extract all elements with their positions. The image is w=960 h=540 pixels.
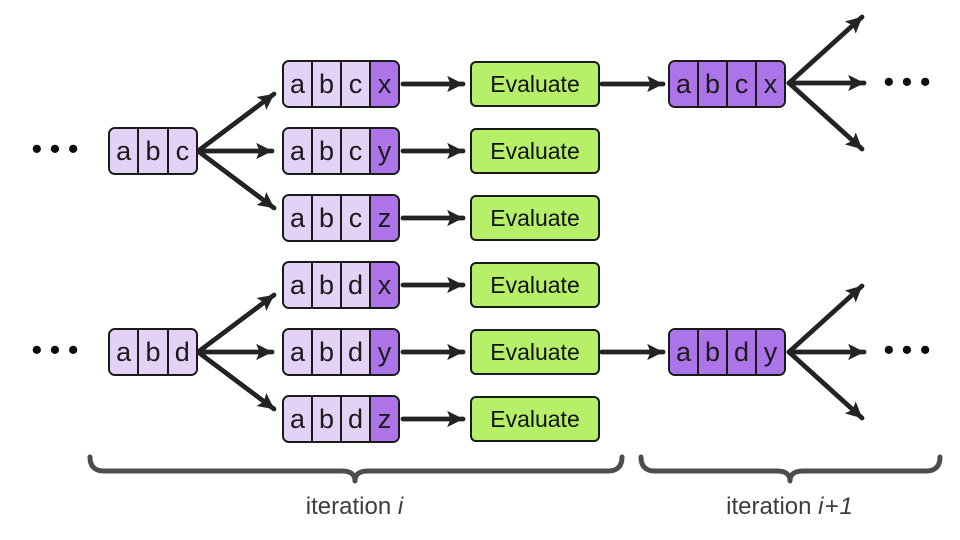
sequence-cell: c [166,129,196,173]
evaluate-box: Evaluate [470,262,600,308]
ellipsis-right-icon: ••• [883,334,939,367]
sequence-cell: d [340,330,369,374]
sequence-cell: a [670,62,697,106]
sequence-cell-new: y [369,129,398,173]
sequence-cell: d [340,263,369,307]
sequence-cell: b [311,397,340,441]
sequence-cell: a [110,129,138,173]
iteration-label-prefix: iteration [726,493,819,520]
sequence-cell-new: y [369,330,398,374]
iteration-i-plus-1-label: iteration i+1 [726,493,854,521]
sequence-cell: b [311,129,340,173]
sequence-box-abcz: a b c z [282,194,400,242]
sequence-cell-new: z [369,196,398,240]
arrow-bottom-parent-to-abdz [195,349,277,412]
sequence-cell: d [166,330,196,374]
sequence-cell: b [697,62,726,106]
iteration-label-var: i+1 [818,493,854,520]
sequence-box-abdz: a b d z [282,395,400,443]
iteration-i-label: iteration i [306,493,404,521]
evaluate-box: Evaluate [470,195,600,241]
arrow-top-parent-to-abcx [195,91,277,154]
sequence-cell: b [311,62,340,106]
sequence-cell-new: z [369,397,398,441]
iteration-label-var: i [397,493,405,520]
ellipsis-left-icon: ••• [31,334,87,367]
sequence-cell: a [284,263,311,307]
sequence-box-abcy: a b c y [282,127,400,175]
selected-sequence-box-abdy: a b d y [668,328,786,376]
evaluate-label: Evaluate [490,405,580,432]
sequence-cell: x [755,62,784,106]
sequence-cell: a [284,330,311,374]
evaluate-label: Evaluate [490,271,580,298]
brace-iteration-i-plus-1 [638,454,943,484]
sequence-cell: b [311,330,340,374]
sequence-cell: a [284,129,311,173]
sequence-cell: c [340,129,369,173]
evaluate-label: Evaluate [490,204,580,231]
sequence-box-abcx: a b c x [282,60,400,108]
sequence-cell: d [340,397,369,441]
sequence-cell: a [284,196,311,240]
evaluate-box: Evaluate [470,396,600,442]
sequence-cell: c [340,62,369,106]
sequence-box-abdy: a b d y [282,328,400,376]
arrow-bottom-parent-to-abdx [195,292,277,355]
sequence-cell: d [726,330,755,374]
ellipsis-right-icon: ••• [883,66,939,99]
brace-iteration-i [87,454,625,484]
sequence-cell: c [726,62,755,106]
evaluate-box: Evaluate [470,61,600,107]
evaluate-box: Evaluate [470,329,600,375]
sequence-cell: b [311,263,340,307]
sequence-cell: c [340,196,369,240]
ellipsis-left-icon: ••• [31,133,87,166]
sequence-box-abc: a b c [108,127,198,175]
iteration-label-prefix: iteration [305,493,398,520]
evaluate-label: Evaluate [490,137,580,164]
arrow-abdy-fanout-up [786,283,865,355]
sequence-cell: a [670,330,697,374]
sequence-cell: b [137,330,167,374]
arrow-top-parent-to-abcz [195,148,277,211]
sequence-cell: y [755,330,784,374]
sequence-box-abdx: a b d x [282,261,400,309]
evaluate-label: Evaluate [490,70,580,97]
sequence-cell-new: x [369,263,398,307]
arrow-abcx-fanout-down [786,80,865,152]
sequence-box-abd: a b d [108,328,198,376]
arrow-abcx-fanout-up [786,14,865,86]
arrow-abdy-fanout-down [786,349,865,421]
sequence-cell: a [284,397,311,441]
sequence-cell: a [284,62,311,106]
evaluate-label: Evaluate [490,338,580,365]
sequence-cell: a [110,330,138,374]
evaluate-box: Evaluate [470,128,600,174]
sequence-cell: b [137,129,167,173]
sequence-cell: b [311,196,340,240]
selected-sequence-box-abcx: a b c x [668,60,786,108]
sequence-cell: b [697,330,726,374]
sequence-cell-new: x [369,62,398,106]
